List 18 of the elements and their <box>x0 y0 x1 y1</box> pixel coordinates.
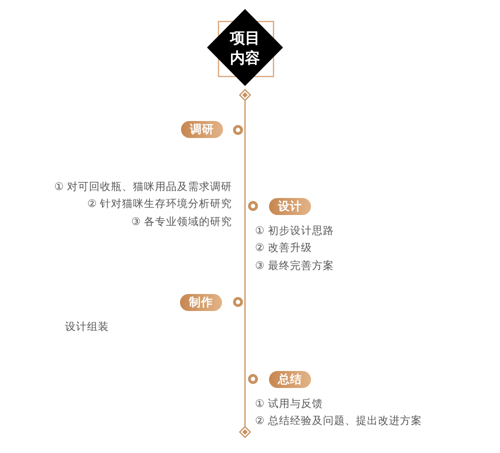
heading-text: 项目内容 <box>228 28 261 68</box>
list-item: ② 改善升级 <box>255 242 312 255</box>
stage-tag: 设计 <box>269 198 311 215</box>
list-item: ② 总结经验及问题、提出改进方案 <box>255 415 422 428</box>
list-item: ① 试用与反馈 <box>255 398 323 410</box>
diamond-marker <box>239 89 251 101</box>
stage-tag: 总结 <box>269 371 311 388</box>
stage-tag: 制作 <box>180 294 222 311</box>
title-diamond <box>207 9 283 86</box>
list-item: ③ 各专业领域的研究 <box>131 216 232 228</box>
task-text: 设计组装 <box>65 320 109 334</box>
timeline-line <box>244 101 246 426</box>
list-item: ② 针对猫咪生存环境分析研究 <box>87 198 232 211</box>
list-item: ① 对可回收瓶、猫咪用品及需求调研 <box>54 180 232 194</box>
list-item: ① 初步设计思路 <box>255 224 334 238</box>
stage-tag: 调研 <box>181 121 223 138</box>
list-item: ③ 最终完善方案 <box>255 260 334 272</box>
diamond-marker <box>239 426 251 438</box>
